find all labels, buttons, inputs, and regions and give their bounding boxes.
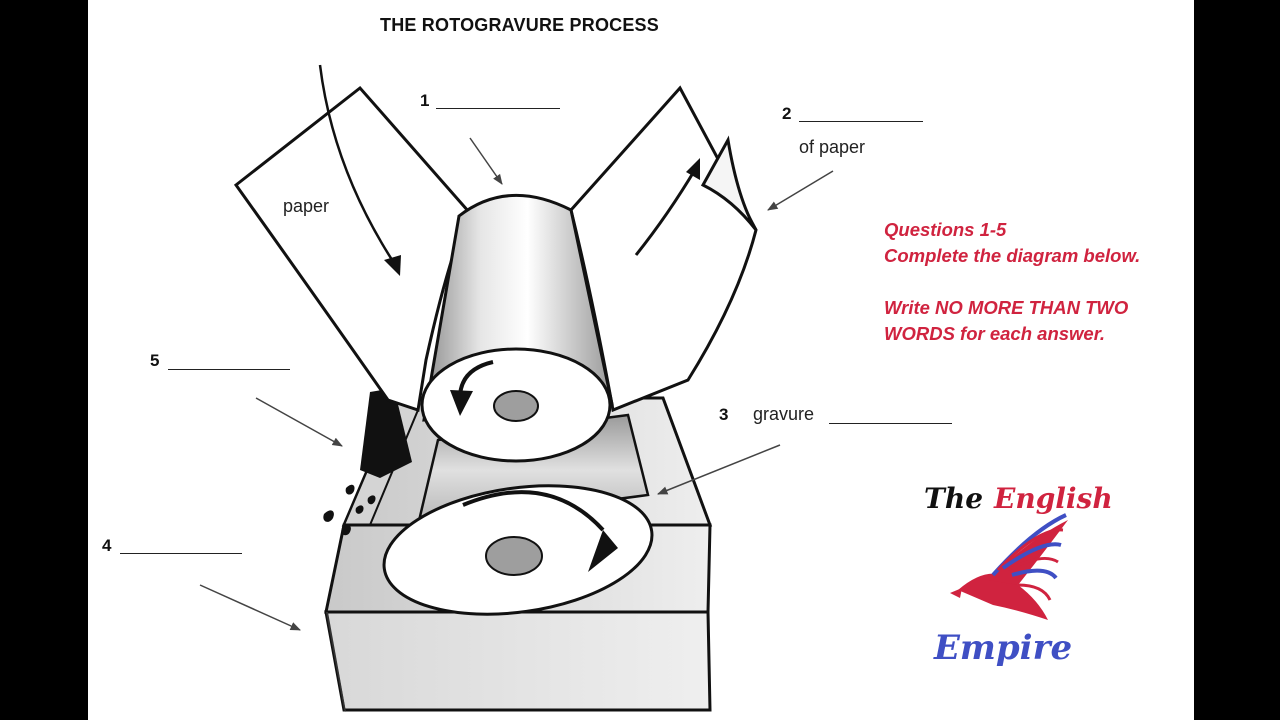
eagle-logo-icon [950,513,1068,620]
logo-the: The [924,482,984,515]
label-number-5: 5 [150,351,160,370]
paper-feed-arrow [318,64,401,276]
instruction-word-limit-1: Write NO MORE THAN TWO [884,297,1129,318]
label-number-2: 2 [782,104,792,123]
worksheet-page: THE ROTOGRAVURE PROCESS 1 2 of paper pap… [88,0,1194,720]
label-pointers [199,137,834,631]
label-gravure: gravure [753,404,815,424]
impression-cylinder [420,193,614,463]
gravure-cylinder [382,413,654,616]
label-number-4: 4 [102,536,112,555]
logo-empire: Empire [934,628,1073,668]
diagram-title: THE ROTOGRAVURE PROCESS [380,15,659,35]
instruction-complete: Complete the diagram below. [884,245,1141,266]
label-paper: paper [283,196,330,216]
logo-english: English [994,482,1113,515]
paper-web [233,85,758,413]
rotogravure-diagram [199,64,1068,712]
paper-exit-arrow [634,158,700,256]
label-of-paper: of paper [799,137,866,157]
answer-blank-1[interactable] [436,108,560,109]
label-number-1: 1 [420,91,430,110]
instruction-word-limit-2: WORDS for each answer. [884,323,1106,344]
answer-blank-3[interactable] [829,423,952,424]
label-number-3: 3 [719,405,729,424]
answer-blank-2[interactable] [799,121,923,122]
answer-blank-5[interactable] [168,369,290,370]
doctor-blade [323,388,412,536]
answer-blank-4[interactable] [120,553,242,554]
instruction-questions: Questions 1-5 [884,219,1007,240]
